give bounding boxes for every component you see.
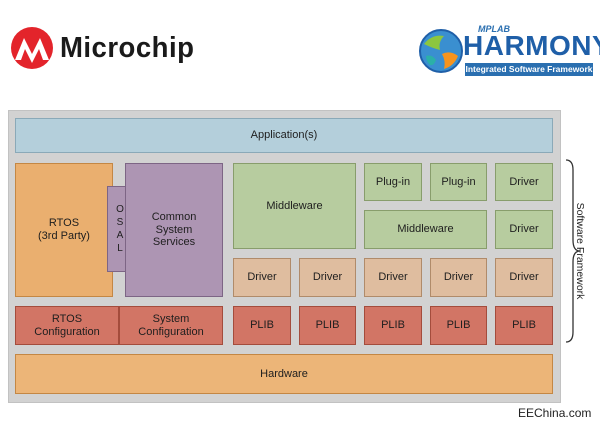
plib-block: PLIB bbox=[299, 306, 356, 345]
mplab-label: MPLAB bbox=[478, 24, 510, 34]
software-framework-brace-icon bbox=[565, 159, 581, 343]
driver-block: Driver bbox=[233, 258, 291, 297]
middleware-block-large: Middleware bbox=[233, 163, 356, 249]
watermark: EEChina.com bbox=[518, 406, 592, 420]
hardware-block: Hardware bbox=[15, 354, 553, 394]
driver-block: Driver bbox=[430, 258, 487, 297]
plugin-block-2: Plug-in bbox=[430, 163, 487, 201]
microchip-wordmark: Microchip bbox=[60, 32, 195, 64]
harmony-wordmark: HARMONY bbox=[463, 30, 600, 61]
plib-block: PLIB bbox=[430, 306, 487, 345]
common-system-services-block: Common System Services bbox=[125, 163, 223, 297]
rtos-block: RTOS (3rd Party) bbox=[15, 163, 113, 297]
middleware-block-small: Middleware bbox=[364, 210, 487, 249]
diagram-frame: Application(s) RTOS (3rd Party) O S A L … bbox=[8, 110, 561, 403]
plib-block: PLIB bbox=[495, 306, 553, 345]
software-framework-label: Software Framework bbox=[574, 202, 586, 300]
driver-block-mid: Driver bbox=[495, 210, 553, 249]
harmony-subtitle: Integrated Software Framework bbox=[465, 63, 593, 76]
rtos-configuration-block: RTOS Configuration bbox=[15, 306, 119, 345]
osal-letter: A bbox=[116, 230, 124, 241]
osal-letter: S bbox=[116, 217, 124, 228]
osal-letter: O bbox=[116, 204, 124, 215]
harmony-globe-icon bbox=[419, 29, 463, 73]
system-configuration-block: System Configuration bbox=[119, 306, 223, 345]
application-block: Application(s) bbox=[15, 118, 553, 153]
driver-block: Driver bbox=[364, 258, 422, 297]
plib-block: PLIB bbox=[364, 306, 422, 345]
microchip-mark-icon bbox=[11, 27, 53, 69]
microchip-logo: Microchip bbox=[8, 24, 228, 74]
harmony-logo: MPLAB HARMONY Integrated Software Framew… bbox=[418, 22, 600, 82]
plib-block: PLIB bbox=[233, 306, 291, 345]
driver-block: Driver bbox=[495, 258, 553, 297]
plugin-block-1: Plug-in bbox=[364, 163, 422, 201]
driver-block: Driver bbox=[299, 258, 356, 297]
osal-letter: L bbox=[117, 243, 123, 254]
driver-block-top: Driver bbox=[495, 163, 553, 201]
